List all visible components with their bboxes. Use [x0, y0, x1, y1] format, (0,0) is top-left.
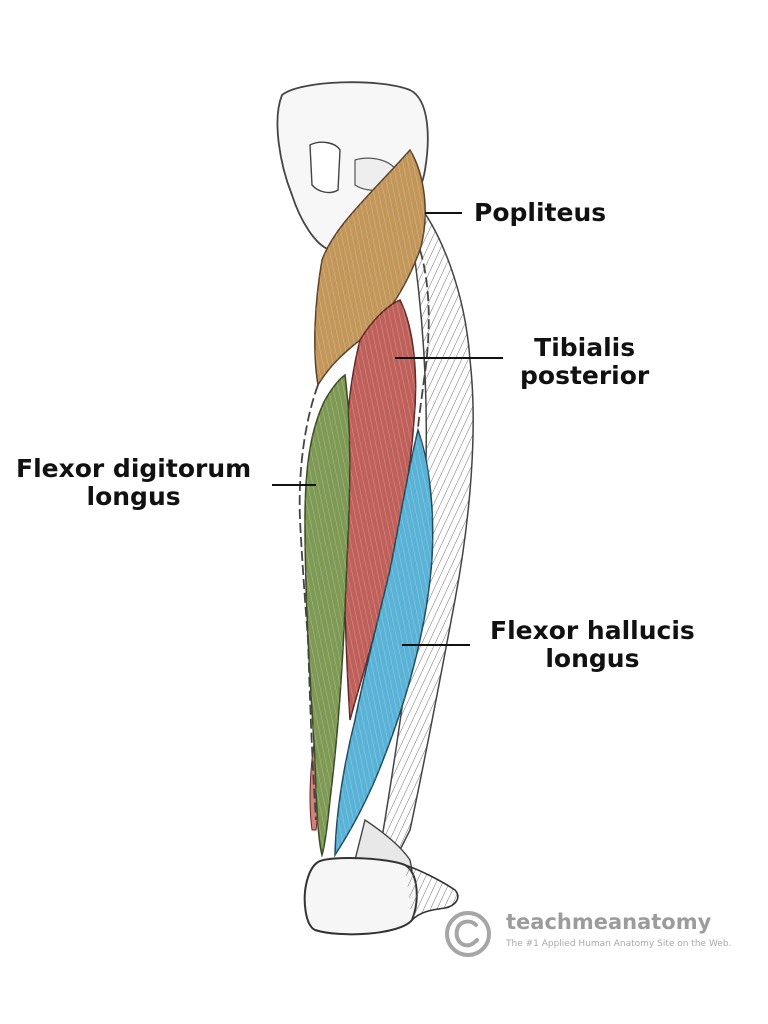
calcaneus: [303, 857, 418, 936]
label-popliteus: Popliteus: [474, 198, 607, 227]
tibia-lateral-border: [417, 249, 430, 431]
watermark-tagline: The #1 Applied Human Anatomy Site on the…: [506, 939, 732, 949]
watermark-name: teachmeanatomy: [506, 910, 712, 934]
label-flexor-hallucis-longus: Flexor hallucis longus: [490, 616, 695, 673]
label-tibialis-posterior: Tibialis posterior: [520, 333, 650, 390]
label-flexor-digitorum-longus: Flexor digitorum longus: [16, 454, 252, 511]
tibia-medial-border: [298, 384, 319, 821]
copyright-icon: [445, 911, 491, 957]
foot-outline: [404, 864, 459, 921]
